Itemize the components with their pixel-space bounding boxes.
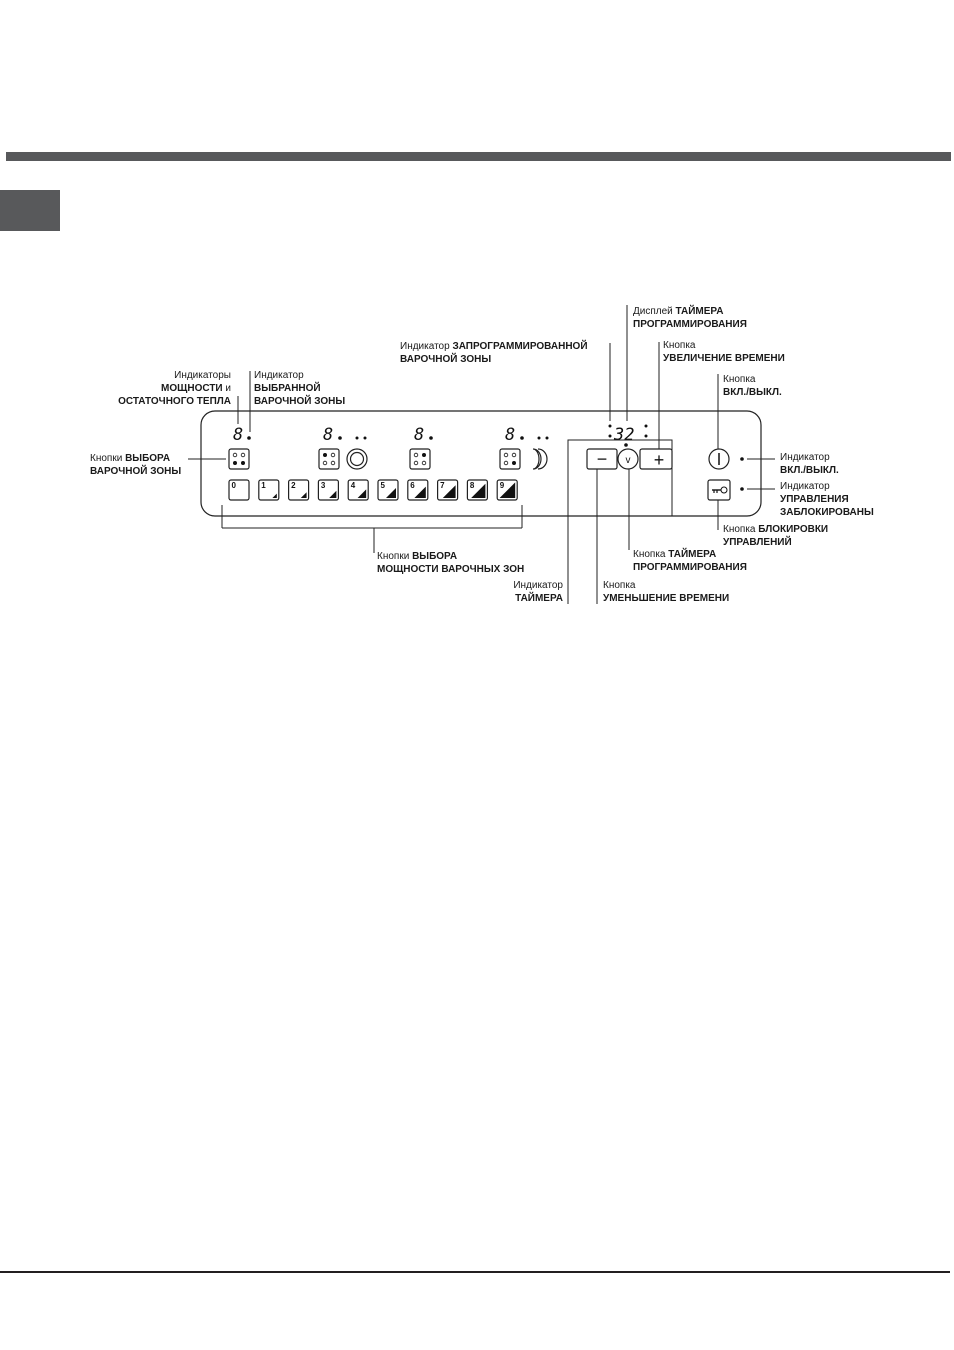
power-level-number: 3 (321, 481, 326, 490)
zone-indicators: 8 8 8 8 (233, 425, 549, 445)
power-level-button-2[interactable]: 2 (288, 479, 310, 501)
zone3-selected-dot (429, 436, 433, 440)
svg-text:−: − (597, 449, 608, 469)
power-level-button-6[interactable]: 6 (407, 479, 429, 501)
section-tab (0, 190, 60, 231)
label-indicators-power: Индикаторы МОЩНОСТИ и ОСТАТОЧНОГО ТЕПЛА (118, 370, 231, 407)
power-wedge-icon (300, 492, 307, 498)
zone3-power-display: 8 (414, 425, 424, 445)
label-decrease-time: Кнопка УМЕНЬШЕНИЕ ВРЕМЕНИ (603, 580, 730, 604)
power-wedge-icon (414, 486, 426, 498)
power-level-number: 0 (232, 481, 237, 490)
power-level-button-9[interactable]: 9 (496, 479, 518, 501)
zone4-programmed-dot-b (545, 436, 549, 440)
footer-rule (0, 1271, 950, 1273)
power-level-number: 8 (470, 481, 475, 490)
panel-outline (200, 410, 762, 517)
lock-button[interactable] (707, 479, 731, 501)
zone-select-button-3[interactable] (409, 448, 431, 470)
svg-text:v: v (626, 455, 631, 466)
power-level-button-8[interactable]: 8 (466, 479, 488, 501)
zone2-programmed-dot-b (363, 436, 367, 440)
power-level-button-7[interactable]: 7 (437, 479, 459, 501)
leader-lines (188, 305, 775, 604)
power-wedge-icon (329, 490, 337, 498)
label-indicator-selected-zone: Индикатор ВЫБРАННОЙ ВАРОЧНОЙ ЗОНЫ (254, 370, 346, 407)
power-level-number: 2 (291, 481, 296, 490)
key-icon (712, 486, 728, 494)
zone4-power-display: 8 (505, 425, 515, 445)
power-level-button-0[interactable]: 0 (228, 479, 250, 501)
header-bar (6, 152, 951, 161)
decrease-time-button[interactable]: − (586, 448, 618, 470)
label-timer-indicator: Индикатор ТАЙМЕРА (513, 580, 563, 604)
label-timer-display: Дисплей ТАЙМЕРА ПРОГРАММИРОВАНИЯ (633, 306, 747, 330)
timer-control-frame (567, 439, 673, 517)
zone4-selected-dot (520, 436, 524, 440)
power-level-number: 7 (440, 481, 445, 490)
zone1-power-display: 8 (233, 425, 243, 445)
label-power-select-buttons: Кнопки ВЫБОРА МОЩНОСТИ ВАРОЧНЫХ ЗОН (377, 551, 525, 575)
zone-select-button-2[interactable] (318, 448, 340, 470)
power-level-number: 1 (261, 481, 266, 490)
label-onoff-button: Кнопка ВКЛ./ВЫКЛ. (723, 374, 782, 398)
label-timer-prog-button: Кнопка ТАЙМЕРА ПРОГРАММИРОВАНИЯ (633, 549, 747, 573)
power-level-number: 5 (381, 481, 386, 490)
power-wedge-icon (499, 482, 516, 498)
power-level-button-1[interactable]: 1 (258, 479, 280, 501)
oval-zone-button[interactable] (532, 448, 548, 470)
onoff-indicator-dot (740, 457, 744, 461)
zone2-selected-dot (338, 436, 342, 440)
svg-text:+: + (654, 450, 665, 470)
timer-programming-button[interactable]: v (617, 448, 639, 470)
timer-display: 32 (608, 424, 648, 445)
zone-select-button-4[interactable] (499, 448, 521, 470)
timer-digits: 32 (613, 425, 634, 445)
onoff-button[interactable] (708, 448, 730, 470)
power-wedge-icon (442, 485, 456, 498)
power-level-buttons: 0 1 2 3 4 5 6 7 8 9 (228, 479, 518, 501)
power-level-button-5[interactable]: 5 (377, 479, 399, 501)
power-level-number: 4 (351, 481, 356, 490)
zone2-programmed-dot (355, 436, 359, 440)
zone4-programmed-dot (537, 436, 541, 440)
power-wedge-icon (272, 493, 277, 498)
power-wedge-icon (471, 483, 486, 498)
zone2-power-display: 8 (323, 425, 333, 445)
power-level-button-4[interactable]: 4 (347, 479, 369, 501)
power-wedge-icon (386, 488, 396, 498)
power-level-number: 6 (410, 481, 415, 490)
zone-select-button-1[interactable] (228, 448, 250, 470)
timer-indicator-dot (624, 443, 628, 447)
power-wedge-icon (357, 489, 367, 498)
label-programmed-zone: Индикатор ЗАПРОГРАММИРОВАННОЙ ВАРОЧНОЙ З… (400, 341, 588, 365)
increase-time-button[interactable]: + (639, 448, 673, 470)
power-level-number: 9 (500, 481, 505, 490)
power-level-button-3[interactable]: 3 (317, 479, 339, 501)
double-zone-button[interactable] (346, 448, 368, 470)
label-onoff-indicator: Индикатор ВКЛ./ВЫКЛ. (780, 452, 839, 476)
label-lock-button: Кнопка БЛОКИРОВКИ УПРАВЛЕНИЙ (723, 524, 829, 548)
lock-indicator-dot (740, 487, 744, 491)
label-lock-indicator: Индикатор УПРАВЛЕНИЯ ЗАБЛОКИРОВАНЫ (780, 481, 874, 518)
label-zone-select-buttons: Кнопки ВЫБОРА ВАРОЧНОЙ ЗОНЫ (90, 453, 182, 477)
zone1-selected-dot (247, 436, 251, 440)
label-increase-time: Кнопка УВЕЛИЧЕНИЕ ВРЕМЕНИ (663, 340, 785, 364)
